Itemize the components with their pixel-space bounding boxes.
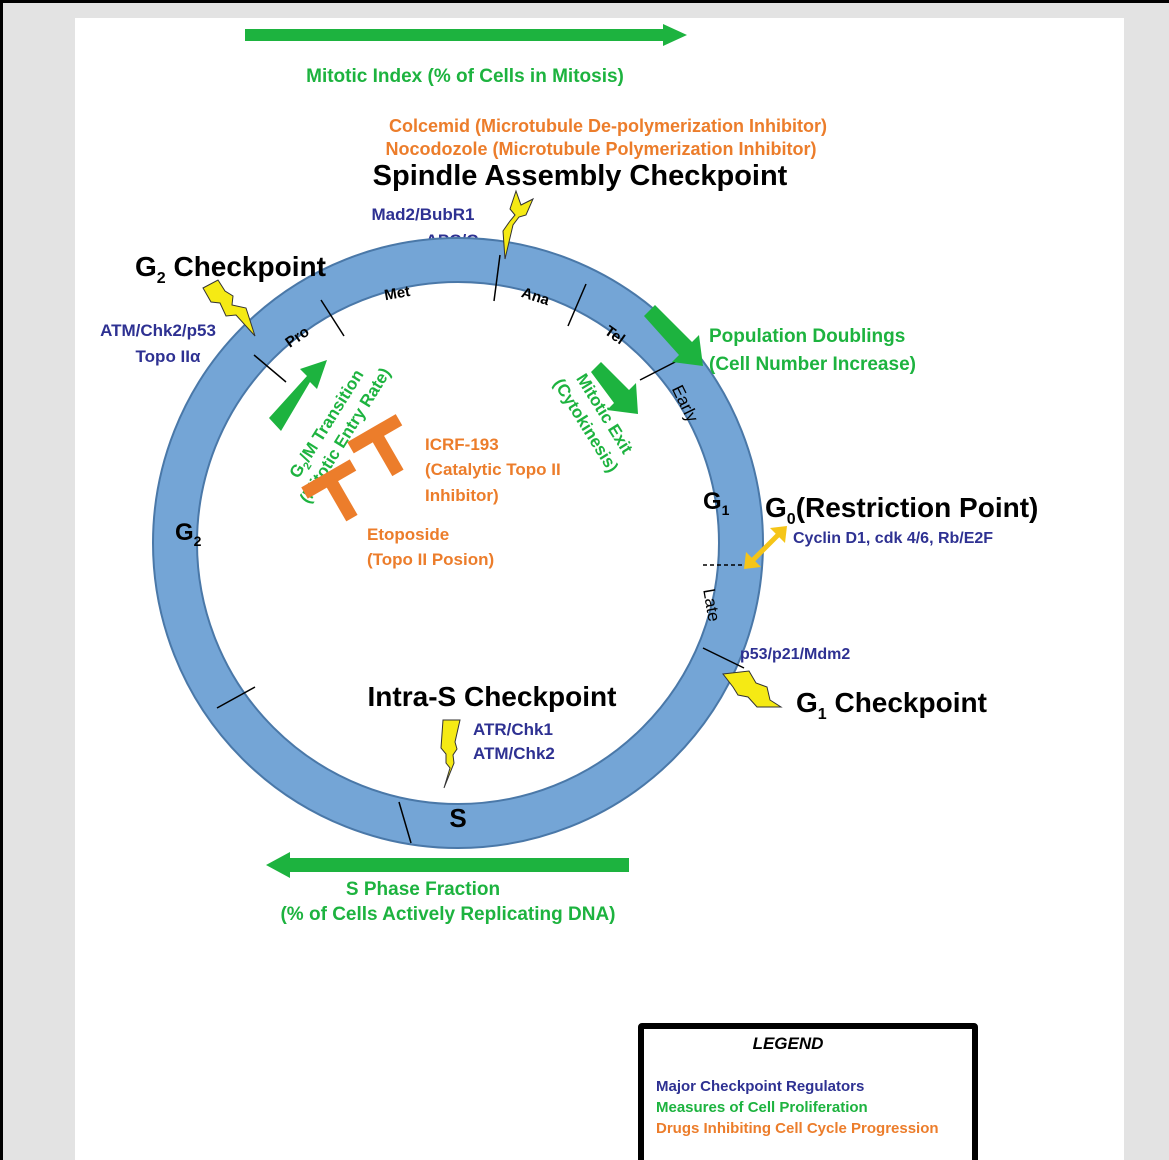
intra-s-checkpoint-title: Intra-S Checkpoint <box>368 681 617 712</box>
icrf-label-1: ICRF-193 <box>425 435 499 454</box>
population-label-1: Population Doublings <box>709 326 905 347</box>
g2-regulator-1: ATM/Chk2/p53 <box>100 321 216 340</box>
cell-cycle-diagram: Mitotic Index (% of Cells in Mitosis) Co… <box>100 24 1038 925</box>
colcemid-label: Colcemid (Microtubule De-polymerization … <box>389 116 827 136</box>
icrf-inhibitor-t-icon <box>347 414 404 477</box>
g2-lightning-icon <box>202 279 256 337</box>
g0-restriction-title: G0(Restriction Point) <box>765 492 1038 528</box>
s-phase-arrow-icon <box>266 852 629 878</box>
legend-item-proliferation: Measures of Cell Proliferation <box>656 1099 868 1116</box>
population-arrow-icon <box>644 305 703 366</box>
g0-regulators: Cyclin D1, cdk 4/6, Rb/E2F <box>793 530 993 547</box>
phase-dividers <box>216 254 745 844</box>
cell-cycle-ring: Pro Met Ana Tel Early Late G1 G2 S <box>152 237 764 849</box>
spindle-checkpoint-title: Spindle Assembly Checkpoint <box>373 160 788 192</box>
g1-regulators: p53/p21/Mdm2 <box>740 646 850 663</box>
mitotic-exit-arrow-icon <box>591 362 638 414</box>
s-phase-label-1: S Phase Fraction <box>346 879 500 900</box>
intra-s-regulator-1: ATR/Chk1 <box>473 720 553 739</box>
spindle-lightning-icon <box>502 189 535 260</box>
g2-regulator-2: Topo IIα <box>136 347 201 366</box>
g2-checkpoint-title: G2 Checkpoint <box>135 251 326 287</box>
g1-checkpoint-title: G1 Checkpoint <box>796 687 987 723</box>
etoposide-inhibitor-t-icon <box>301 459 358 522</box>
legend-box: LEGEND Major Checkpoint Regulators Measu… <box>638 1023 978 1160</box>
g2m-arrow-icon <box>269 360 327 431</box>
figure-sheet: Mitotic Index (% of Cells in Mitosis) Co… <box>75 18 1124 1160</box>
mitotic-index-label: Mitotic Index (% of Cells in Mitosis) <box>306 66 624 87</box>
population-label-2: (Cell Number Increase) <box>709 354 916 375</box>
icrf-label-3: Inhibitor) <box>425 486 499 505</box>
g1-lightning-icon <box>722 670 783 708</box>
phase-g1-label: G1 <box>703 488 730 518</box>
legend-item-drugs: Drugs Inhibiting Cell Cycle Progression <box>656 1120 939 1137</box>
legend-title: LEGEND <box>752 1034 824 1053</box>
legend-item-regulators: Major Checkpoint Regulators <box>656 1078 865 1095</box>
intra-s-lightning-icon <box>440 719 461 789</box>
intra-s-regulator-2: ATM/Chk2 <box>473 744 555 763</box>
g0-double-arrow-icon <box>744 526 787 569</box>
phase-s-label: S <box>449 803 466 833</box>
spindle-regulator-1: Mad2/BubR1 <box>372 205 475 224</box>
etoposide-label-2: (Topo II Posion) <box>367 550 494 569</box>
mitotic-exit-label: Mitotic Exit (Cytokinesis) <box>549 370 636 475</box>
icrf-label-2: (Catalytic Topo II <box>425 460 561 479</box>
s-phase-label-2: (% of Cells Actively Replicating DNA) <box>280 904 615 925</box>
phase-met-label: Met <box>383 283 411 304</box>
mitotic-index-arrow-icon <box>245 24 687 46</box>
nocodozole-label: Nocodozole (Microtubule Polymerization I… <box>386 139 817 159</box>
etoposide-label-1: Etoposide <box>367 525 449 544</box>
phase-g2-label: G2 <box>175 519 202 549</box>
